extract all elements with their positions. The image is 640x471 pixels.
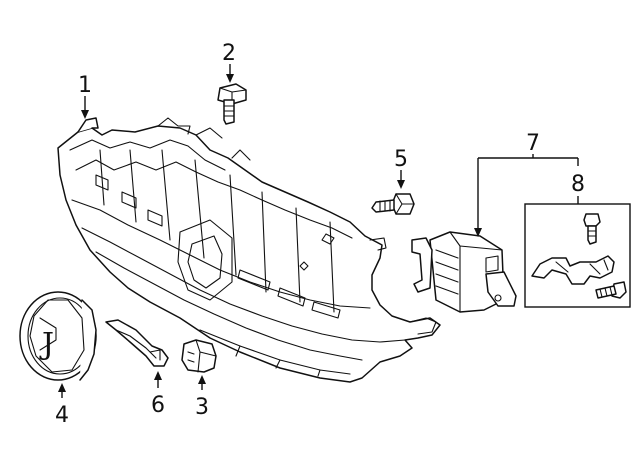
callout-8: 8	[571, 172, 585, 197]
grille-assembly[interactable]	[57, 117, 441, 383]
callout-6: 6	[151, 393, 165, 418]
bracket-kit-part-8[interactable]	[524, 203, 631, 308]
callout-7: 7	[526, 131, 540, 156]
radar-sensor-part-7[interactable]	[411, 231, 517, 313]
emblem-part-4[interactable]: J	[19, 291, 97, 381]
bolt-part-5[interactable]	[371, 193, 415, 215]
callout-4: 4	[55, 403, 69, 428]
clip-part-3[interactable]	[181, 339, 217, 373]
callout-3: 3	[195, 395, 209, 420]
leader-lines	[58, 64, 579, 398]
svg-text:J: J	[39, 327, 54, 362]
trim-strip-part-6[interactable]	[105, 319, 169, 367]
callout-5: 5	[394, 147, 408, 172]
callout-1: 1	[78, 73, 92, 98]
bolt-part-2[interactable]	[217, 83, 247, 125]
callout-2: 2	[222, 41, 236, 66]
callout-labels: 1 2 3 4 5 6 7 8	[55, 41, 585, 428]
